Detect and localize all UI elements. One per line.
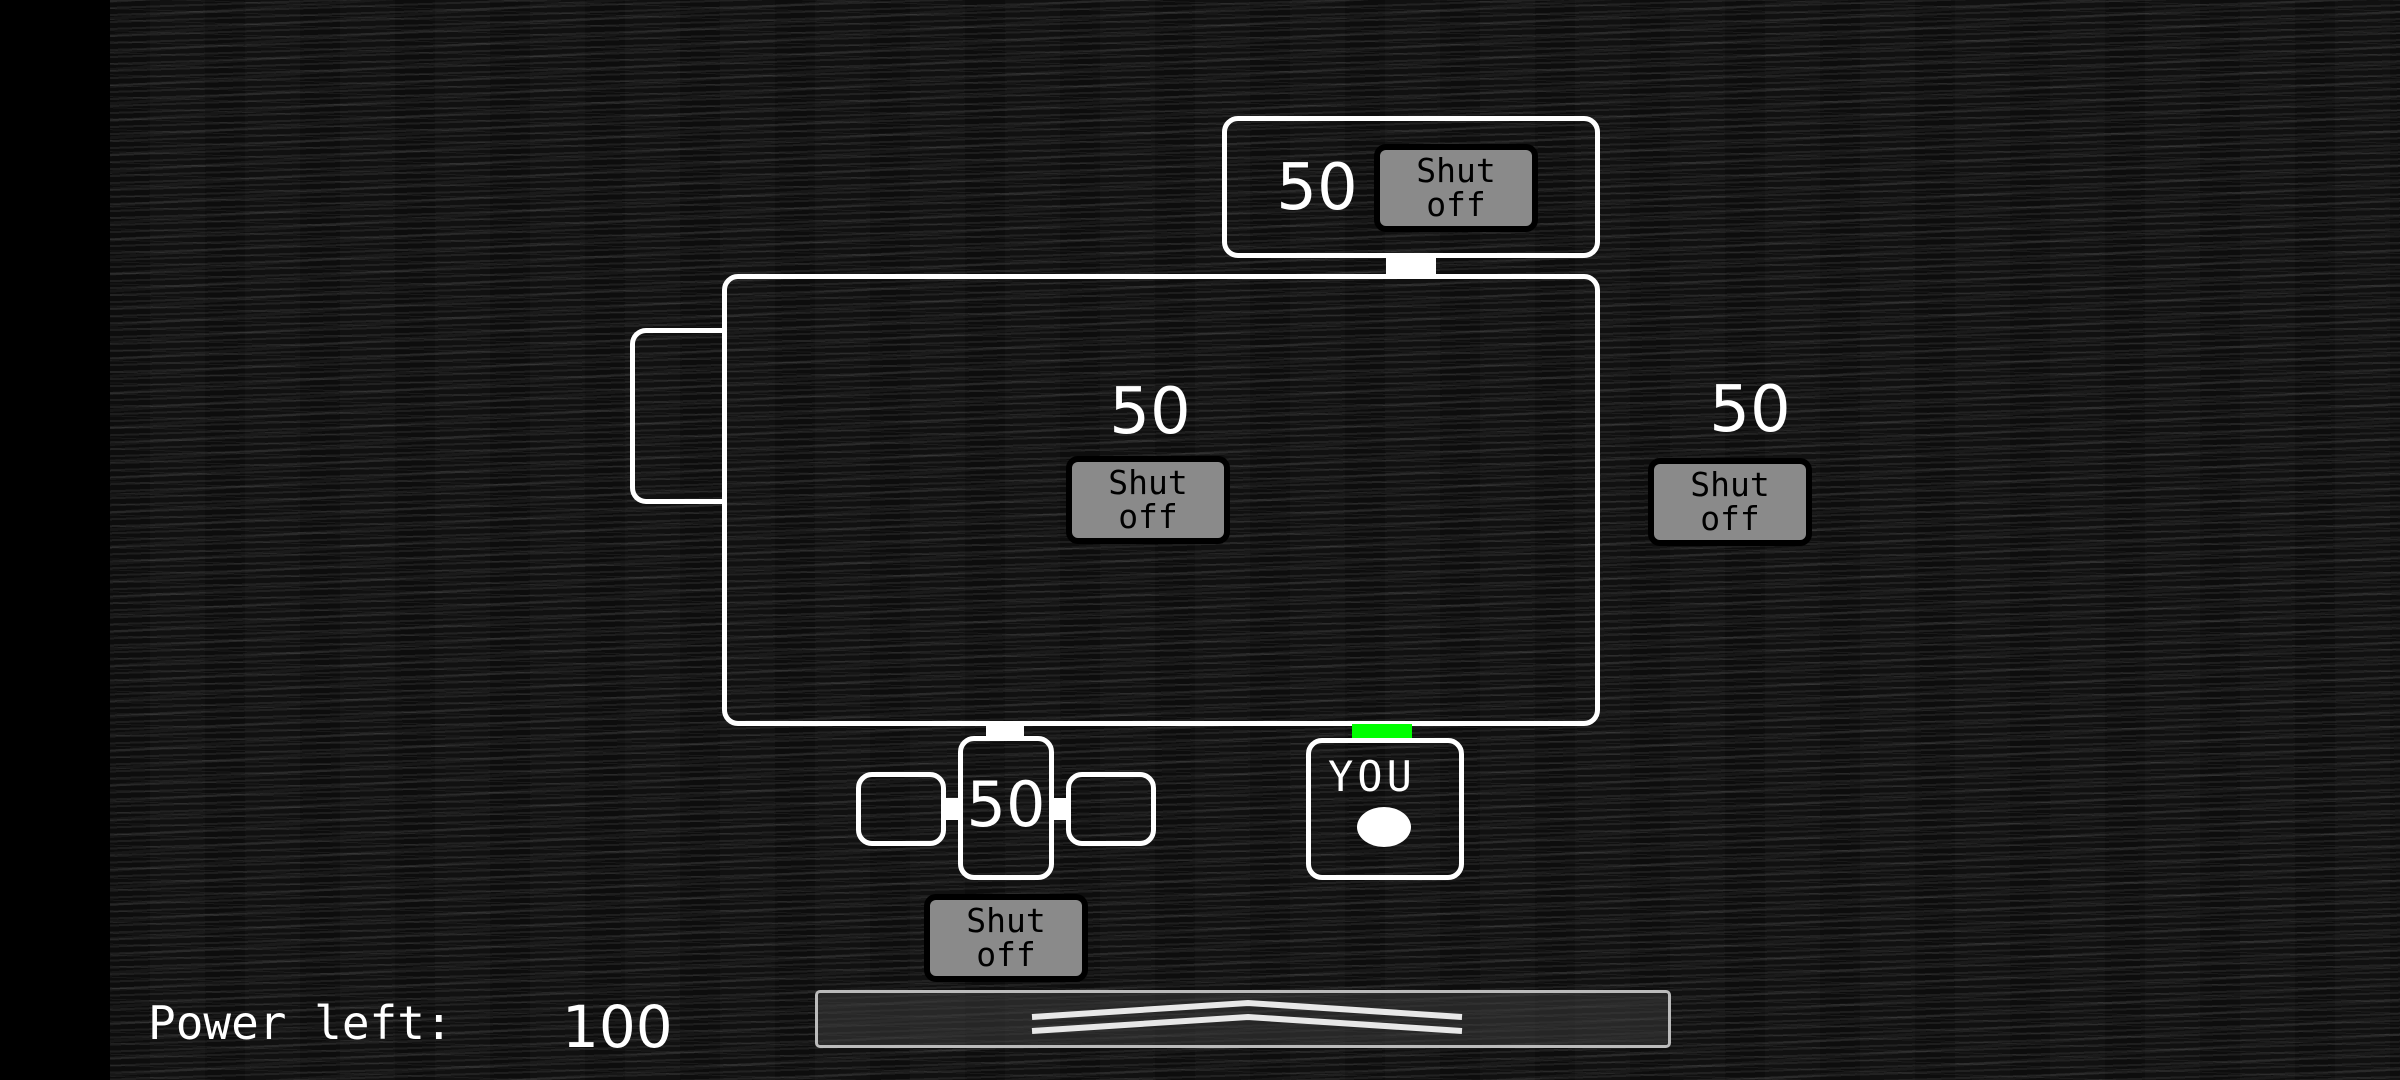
door-main-bottom	[986, 724, 1024, 738]
room-bottom-left-closet	[856, 772, 946, 846]
door-bottom-right	[1052, 798, 1068, 820]
door-main-office[interactable]	[1352, 724, 1412, 738]
door-top-main	[1386, 258, 1436, 276]
room-bottom-right-closet	[1066, 772, 1156, 846]
room-left-closet	[630, 328, 727, 504]
room-right-shutoff-button[interactable]: Shut off	[1654, 464, 1806, 540]
room-top	[1222, 116, 1600, 258]
room-bottom-power: 50	[966, 768, 1046, 841]
monitor-toggle-bar[interactable]	[815, 990, 1671, 1048]
room-main-shutoff-button[interactable]: Shut off	[1072, 462, 1224, 538]
camera-static-background	[110, 0, 2400, 1080]
room-bottom-shutoff-button[interactable]: Shut off	[930, 900, 1082, 976]
double-chevron-up-icon	[1031, 999, 1463, 1034]
power-left-label: Power left:	[148, 996, 453, 1050]
room-top-shutoff-button[interactable]: Shut off	[1380, 150, 1532, 226]
room-bottom	[958, 736, 1054, 880]
room-right-power: 50	[1709, 373, 1791, 447]
room-top-power: 50	[1276, 151, 1358, 225]
office-you-label: YOU	[1328, 752, 1416, 801]
power-left-value: 100	[562, 993, 673, 1061]
room-main-power: 50	[1109, 375, 1191, 449]
office-room	[1306, 738, 1464, 880]
door-bottom-left	[944, 798, 960, 820]
player-dot-icon	[1357, 807, 1411, 847]
